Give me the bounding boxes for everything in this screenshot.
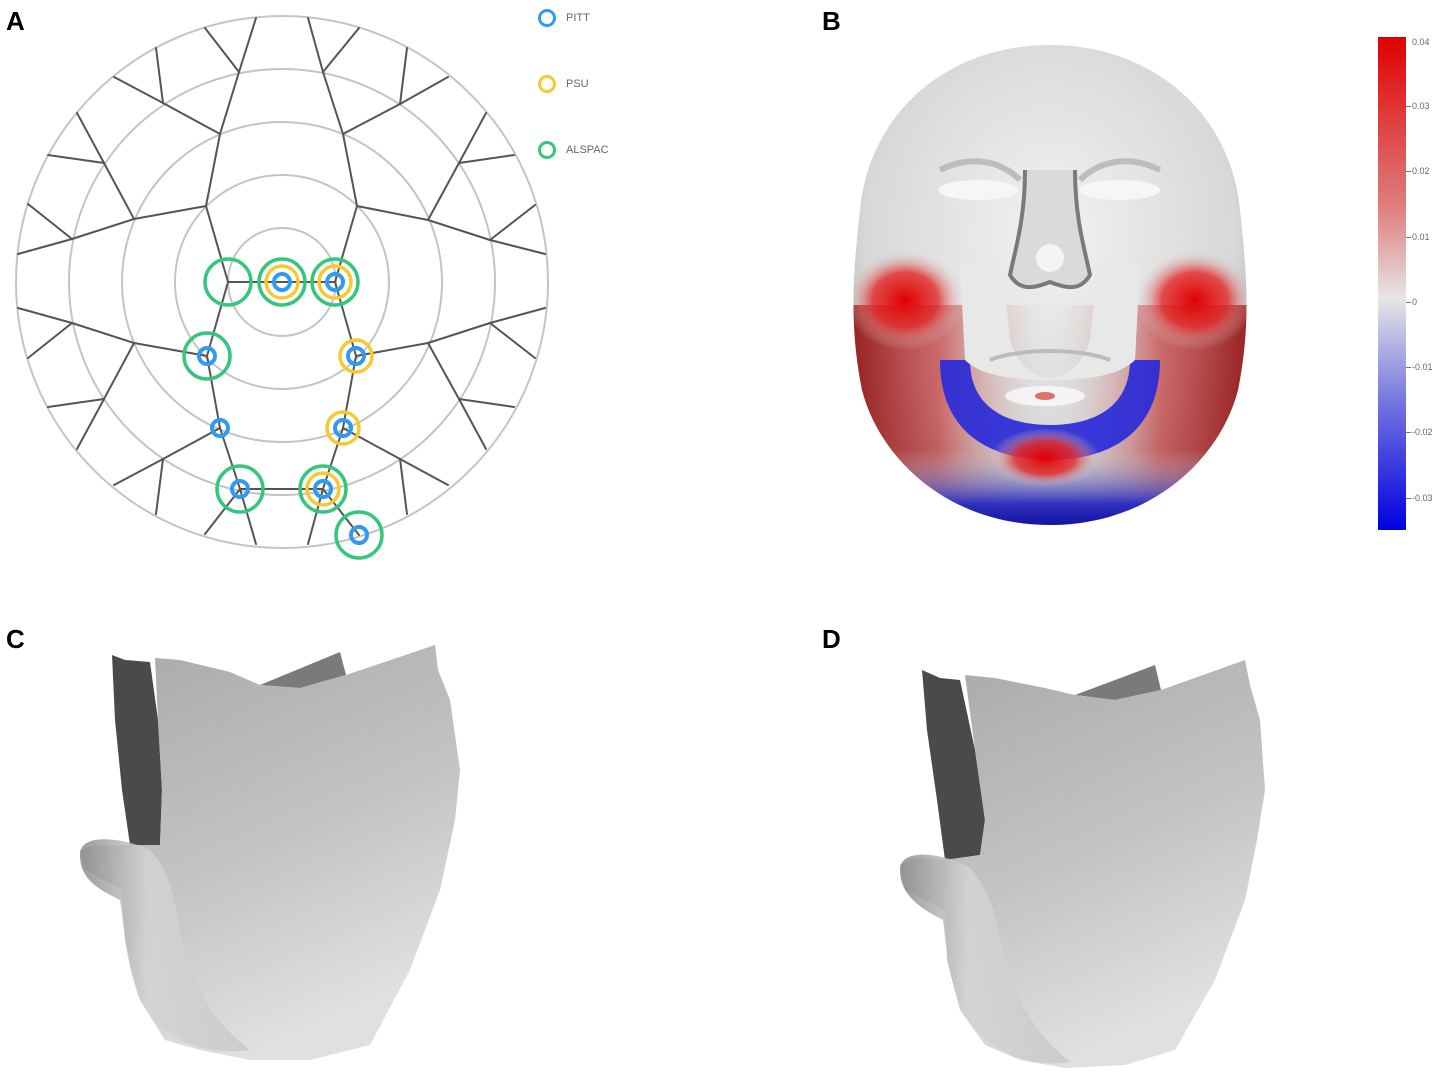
alspac-circle-icon bbox=[538, 141, 556, 159]
legend-label-psu: PSU bbox=[566, 78, 589, 90]
colorbar-tick bbox=[1406, 367, 1411, 368]
polar-network-plot bbox=[15, 15, 549, 560]
panel-label-a: A bbox=[6, 6, 25, 36]
panel-c-profile-render bbox=[70, 640, 490, 1070]
psu-circle-icon bbox=[538, 75, 556, 93]
colorbar-tick bbox=[1406, 237, 1411, 238]
colorbar-tick bbox=[1406, 432, 1411, 433]
colorbar-tick-label: 0 bbox=[1412, 297, 1418, 307]
colorbar bbox=[1378, 37, 1406, 530]
legend-item-alspac: ALSPAC bbox=[538, 141, 609, 159]
colorbar-tick-label: 0.01 bbox=[1412, 232, 1430, 242]
panel-d-profile-render bbox=[885, 650, 1305, 1080]
colorbar-tick bbox=[1406, 302, 1411, 303]
psu-markers bbox=[264, 264, 374, 507]
network-edges bbox=[17, 17, 546, 545]
colorbar-tick bbox=[1406, 498, 1411, 499]
panel-label-b: B bbox=[822, 6, 841, 36]
concentric-rings bbox=[15, 15, 549, 549]
colorbar-tick bbox=[1406, 106, 1411, 107]
colorbar-tick-label: -0.02 bbox=[1412, 427, 1433, 437]
colorbar-tick-label: 0.02 bbox=[1412, 166, 1430, 176]
legend-label-alspac: ALSPAC bbox=[566, 144, 609, 156]
panel-label-d: D bbox=[822, 624, 841, 654]
colorbar-tick bbox=[1406, 171, 1411, 172]
pitt-markers bbox=[197, 272, 369, 545]
profile-mesh-c bbox=[80, 645, 460, 1060]
panel-label-c: C bbox=[6, 624, 25, 654]
panel-a-network-diagram: PITT PSU ALSPAC bbox=[0, 0, 640, 570]
alspac-markers bbox=[182, 257, 384, 560]
panel-b-face-heatmap bbox=[830, 30, 1270, 540]
colorbar-tick-label: -0.01 bbox=[1412, 362, 1433, 372]
legend-label-pitt: PITT bbox=[566, 12, 590, 24]
profile-mesh-d bbox=[900, 660, 1265, 1068]
pitt-circle-icon bbox=[538, 9, 556, 27]
face-render bbox=[853, 45, 1247, 525]
legend-item-pitt: PITT bbox=[538, 9, 590, 27]
colorbar-tick-label: -0.03 bbox=[1412, 493, 1433, 503]
colorbar-tick-label: 0.03 bbox=[1412, 101, 1430, 111]
colorbar-tick-label: 0.04 bbox=[1412, 37, 1430, 47]
legend-item-psu: PSU bbox=[538, 75, 589, 93]
